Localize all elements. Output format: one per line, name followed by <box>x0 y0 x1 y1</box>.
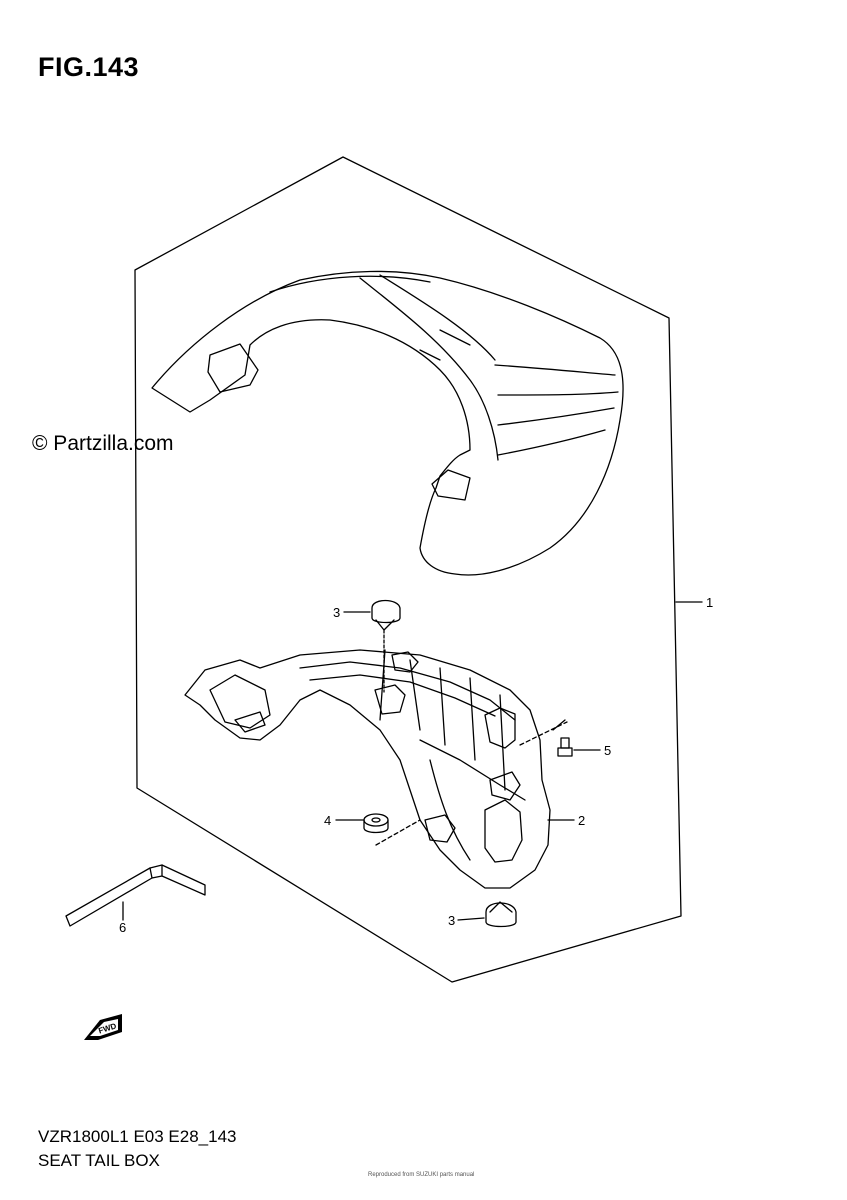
collar-part <box>363 813 389 834</box>
assembly-outline <box>134 156 682 983</box>
callout-2: 2 <box>578 813 585 828</box>
fwd-arrow-icon: FWD <box>84 1014 122 1040</box>
fine-print: Reproduced from SUZUKI parts manual <box>368 1172 475 1178</box>
hex-wrench-part <box>65 864 206 927</box>
callout-5: 5 <box>604 743 611 758</box>
grommet-lower <box>485 901 517 928</box>
callout-3-lower: 3 <box>448 913 455 928</box>
callout-4: 4 <box>324 813 331 828</box>
figure-title: FIG.143 <box>38 52 140 82</box>
callout-3-upper: 3 <box>333 605 340 620</box>
watermark-text: © Partzilla.com <box>32 432 174 455</box>
callout-1: 1 <box>706 595 713 610</box>
model-code: VZR1800L1 E03 E28_143 <box>38 1127 237 1146</box>
section-name: SEAT TAIL BOX <box>38 1151 160 1170</box>
grommet-upper <box>371 599 401 693</box>
bolt-part <box>552 719 573 757</box>
tail-cover-part <box>151 270 624 576</box>
callout-6: 6 <box>119 920 126 935</box>
bracket-part <box>184 649 551 889</box>
